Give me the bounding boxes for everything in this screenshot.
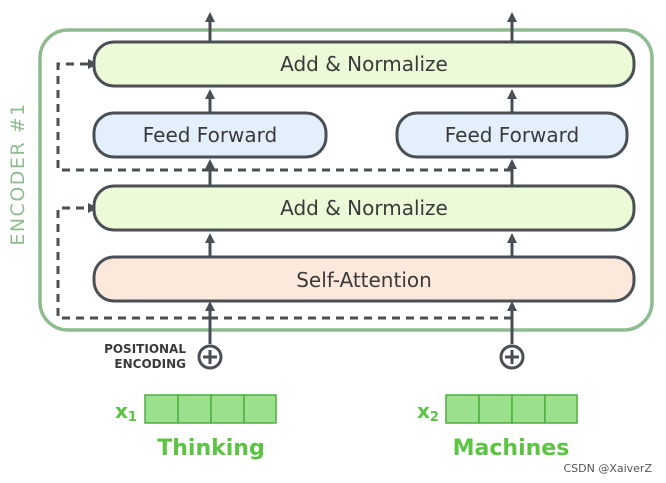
feed-forward-left-box	[92, 111, 328, 159]
input-2-word: Machines	[453, 436, 570, 461]
encoder-container	[38, 28, 654, 332]
add-normalize-bottom-label: Add & Normalize	[280, 196, 448, 220]
input-1-word: Thinking	[157, 436, 264, 461]
residual-connection-top	[56, 59, 210, 172]
residual-connection-bottom	[56, 203, 210, 320]
self-attention-label: Self-Attention	[296, 268, 432, 292]
positional-encoding-label-line1: POSITIONAL	[104, 342, 186, 356]
input-1-embedding-vector	[144, 394, 277, 424]
plus-icon-right	[499, 344, 525, 370]
input-1-symbol: x1	[115, 399, 137, 425]
encoder-label: ENCODER #1	[7, 102, 29, 245]
input-2-embedding-vector	[445, 394, 578, 424]
self-attention-box	[92, 255, 636, 303]
input-2-symbol: x2	[417, 399, 439, 425]
add-normalize-bottom-box	[92, 184, 636, 232]
positional-encoding-label-line2: ENCODING	[114, 357, 186, 371]
feed-forward-right-label: Feed Forward	[445, 123, 580, 147]
add-normalize-top-label: Add & Normalize	[280, 52, 448, 76]
add-normalize-top-box	[92, 40, 636, 88]
feed-forward-left-label: Feed Forward	[143, 123, 278, 147]
feed-forward-right-box	[395, 111, 629, 159]
plus-icon-left	[197, 344, 223, 370]
watermark: CSDN @XaiverZ	[563, 462, 652, 475]
